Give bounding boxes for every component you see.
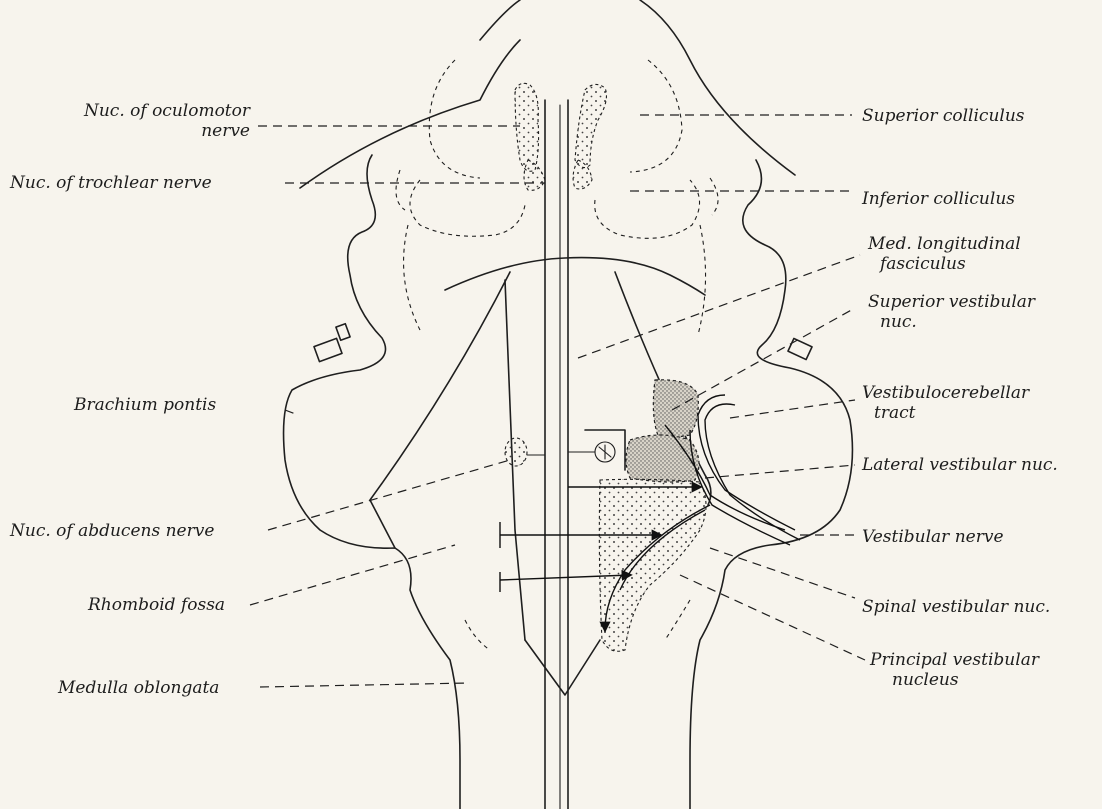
label-lateral-vestibular-nuc: Lateral vestibular nuc. [862, 455, 1058, 475]
label-vestibular-nerve: Vestibular nerve [862, 527, 1004, 547]
label-med-longitudinal-fasciculus: Med. longitudinal fasciculus [868, 234, 1021, 274]
label-vestibulocerebellar-tract: Vestibulocerebellar tract [862, 383, 1029, 423]
label-principal-vestibular-nucleus: Principal vestibular nucleus [870, 650, 1039, 690]
label-brachium-pontis: Brachium pontis [74, 395, 216, 415]
label-nuc-abducens: Nuc. of abducens nerve [10, 521, 214, 541]
brainstem-outline [284, 0, 853, 809]
label-inferior-colliculus: Inferior colliculus [862, 189, 1015, 209]
label-nuc-oculomotor: Nuc. of oculomotor nerve [40, 101, 250, 141]
label-nuc-trochlear: Nuc. of trochlear nerve [10, 173, 212, 193]
label-spinal-vestibular-nuc: Spinal vestibular nuc. [862, 597, 1050, 617]
abducens-nucleus [505, 430, 625, 470]
leader-lines [250, 115, 865, 687]
oculomotor-nuclei [515, 83, 606, 190]
label-medulla-oblongata: Medulla oblongata [58, 678, 219, 698]
label-superior-colliculus: Superior colliculus [862, 106, 1025, 126]
label-rhomboid-fossa: Rhomboid fossa [88, 595, 225, 615]
label-superior-vestibular-nuc: Superior vestibular nuc. [868, 292, 1035, 332]
